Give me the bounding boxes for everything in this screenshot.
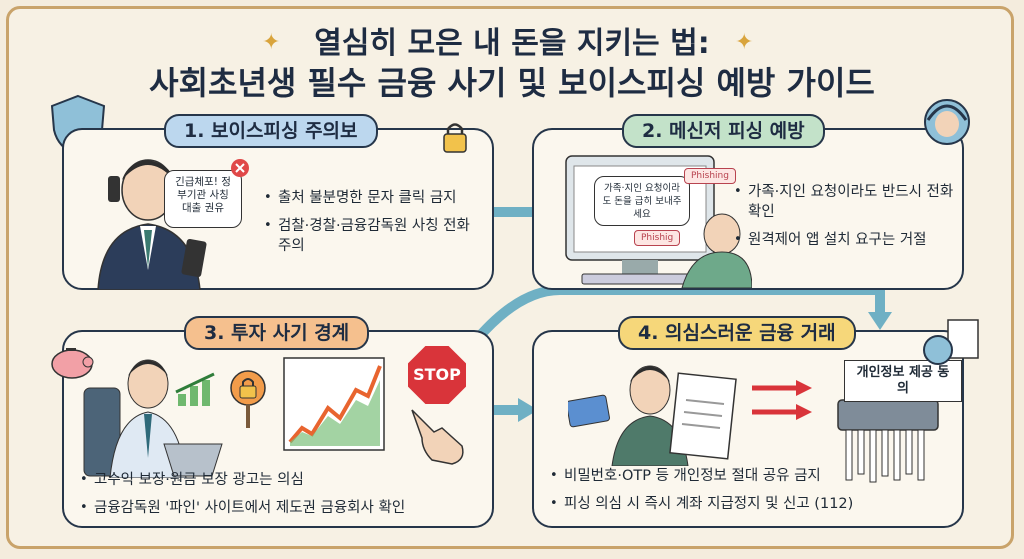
stop-sign: STOP [408,346,466,404]
panel1-title: 1. 보이스피싱 주의보 [164,114,378,148]
panel2-title: 2. 메신저 피싱 예방 [622,114,825,148]
panel4-title: 4. 의심스러운 금융 거래 [618,316,856,350]
shredder-document-label: 개인정보 제공 동의 [844,360,962,402]
red-x-icon [231,159,249,177]
man-laptop-illustration [83,359,223,478]
sparkle-icon: ✦ [735,30,754,55]
bullet-item: •출처 불분명한 문자 클릭 금지 [264,190,457,206]
bullet-item: •원격제어 앱 설치 요구는 거절 [734,232,927,248]
bullet-item: •검찰·경찰·금융감독원 사칭 전화 주의 [264,218,470,254]
bullet-item: •비밀번호·OTP 등 개인정보 절대 공유 금지 [550,468,821,484]
bullet-item: •피싱 의심 시 즉시 계좌 지급정지 및 신고 (112) [550,496,854,512]
title-line-1: 열심히 모은 내 돈을 지키는 법: [314,26,710,61]
messenger-screen-text: 가족·지인 요청이라도 돈을 급히 보내주세요 [594,176,690,226]
red-arrows-icon [752,380,812,420]
growth-arrow-icon [175,372,215,406]
phishing-tag: Phishig [634,230,681,246]
phishing-tag: Phishing [684,168,736,184]
panel1-bullets: •출처 불분명한 문자 클릭 금지 •검찰·경찰·금융감독원 사칭 전화 주의 [264,188,484,264]
panel-voice-phishing: 긴급체포! 정부기관 사칭 대출 권유 •출처 불분명한 문자 클릭 금지 •검… [62,128,494,290]
padlock-icon [443,123,467,153]
panel-suspicious-transactions: 개인정보 제공 동의 •비밀번호·OTP 등 개인정보 절대 공유 금지 •피싱… [532,330,964,528]
rising-chart-illustration [283,357,385,451]
title-line-2: 사회초년생 필수 금융 사기 및 보이스피싱 예방 가이드 [149,64,875,102]
panel-messenger-phishing: 가족·지인 요청이라도 돈을 급히 보내주세요 Phishing Phishig… [532,128,964,290]
bullet-item: •고수익 보장·원금 보장 광고는 의심 [80,472,304,488]
phone-document-icon [923,319,979,365]
sparkle-icon: ✦ [262,30,281,55]
panel-investment-fraud: STOP •고수익 보장·원금 보장 광고는 의심 •금융감독원 '파인' 사이… [62,330,494,528]
bullet-item: •가족·지인 요청이라도 반드시 전화 확인 [734,184,954,220]
shredder-icon [837,399,939,483]
pointing-hand-icon [411,409,464,465]
support-agent-icon [924,99,970,145]
panel3-title: 3. 투자 사기 경계 [184,316,370,350]
piggy-bank-icon [51,348,94,379]
padlock-sign-icon [230,370,266,428]
panel3-bullets: •고수익 보장·원금 보장 광고는 의심 •금융감독원 '파인' 사이트에서 제… [80,470,490,526]
man-card-document-illustration [568,365,737,466]
panel4-bullets: •비밀번호·OTP 등 개인정보 절대 공유 금지 •피싱 의심 시 즉시 계좌… [550,466,960,522]
warning-bubble: 긴급체포! 정부기관 사칭 대출 권유 [164,170,242,228]
bullet-item: •금융감독원 '파인' 사이트에서 제도권 금융회사 확인 [80,500,406,516]
panel2-bullets: •가족·지인 요청이라도 반드시 전화 확인 •원격제어 앱 설치 요구는 거절 [734,182,960,258]
